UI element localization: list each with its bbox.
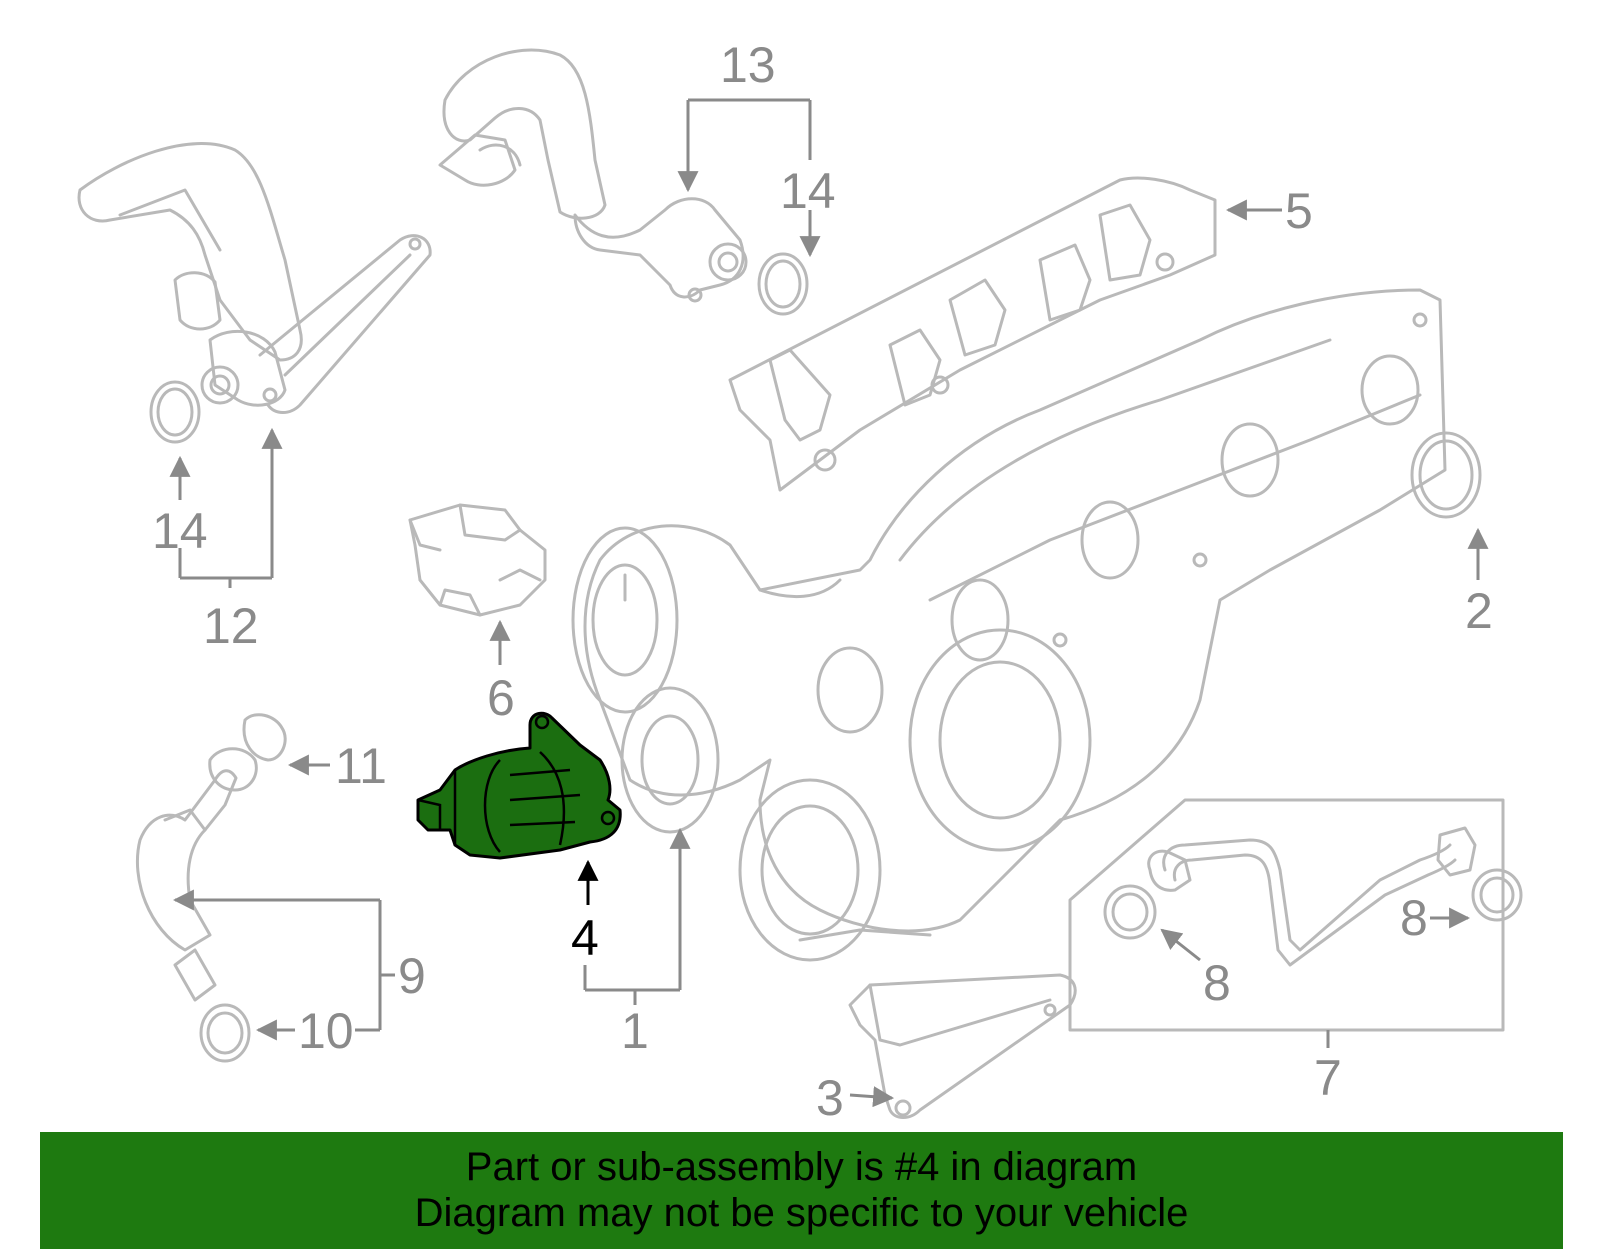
part-9-coolant-hose[interactable]	[135, 713, 287, 1002]
part-1-turbocharger[interactable]	[571, 288, 1447, 962]
part-14-seal-ring-left[interactable]	[149, 380, 201, 444]
banner-line-part: Part or sub-assembly is #4 in diagram	[465, 1145, 1138, 1189]
callout-12: 12	[203, 598, 259, 654]
callout-8-right: 8	[1400, 890, 1428, 946]
callout-10: 10	[298, 1003, 354, 1059]
part-7-oil-line-assembly[interactable]	[1068, 798, 1523, 1032]
callout-14-top: 14	[780, 163, 836, 219]
callout-9: 9	[398, 948, 426, 1004]
callout-13: 13	[720, 37, 776, 93]
part-14-seal-ring-top[interactable]	[757, 252, 809, 316]
callout-2: 2	[1465, 583, 1493, 639]
part-5-heat-shield[interactable]	[728, 176, 1217, 492]
callout-11: 11	[335, 738, 387, 794]
callout-7: 7	[1314, 1050, 1342, 1106]
callout-8-left: 8	[1203, 955, 1231, 1011]
banner-line-disclaimer: Diagram may not be specific to your vehi…	[414, 1191, 1189, 1235]
callout-labels: 13 14 5 14 12 2 6 11 4 9 8 8 10 1 7 3	[152, 37, 1493, 1126]
callout-6: 6	[487, 670, 515, 726]
part-10-seal-ring[interactable]	[199, 1003, 251, 1063]
callout-3: 3	[816, 1070, 844, 1126]
part-13-coolant-pipe[interactable]	[438, 48, 748, 303]
callout-14-left: 14	[152, 503, 208, 559]
leader-lines	[169, 98, 1489, 1108]
info-banner: Part or sub-assembly is #4 in diagram Di…	[40, 1132, 1563, 1249]
callout-5: 5	[1285, 183, 1313, 239]
part-12-coolant-pipe[interactable]	[77, 142, 432, 414]
part-4-highlighted-valve[interactable]	[416, 711, 622, 860]
part-6-pressure-converter[interactable]	[408, 503, 547, 617]
part-2-gasket-ring[interactable]	[1410, 431, 1482, 519]
callout-1: 1	[621, 1003, 649, 1059]
callout-4: 4	[571, 910, 599, 966]
part-3-bracket[interactable]	[848, 973, 1077, 1119]
